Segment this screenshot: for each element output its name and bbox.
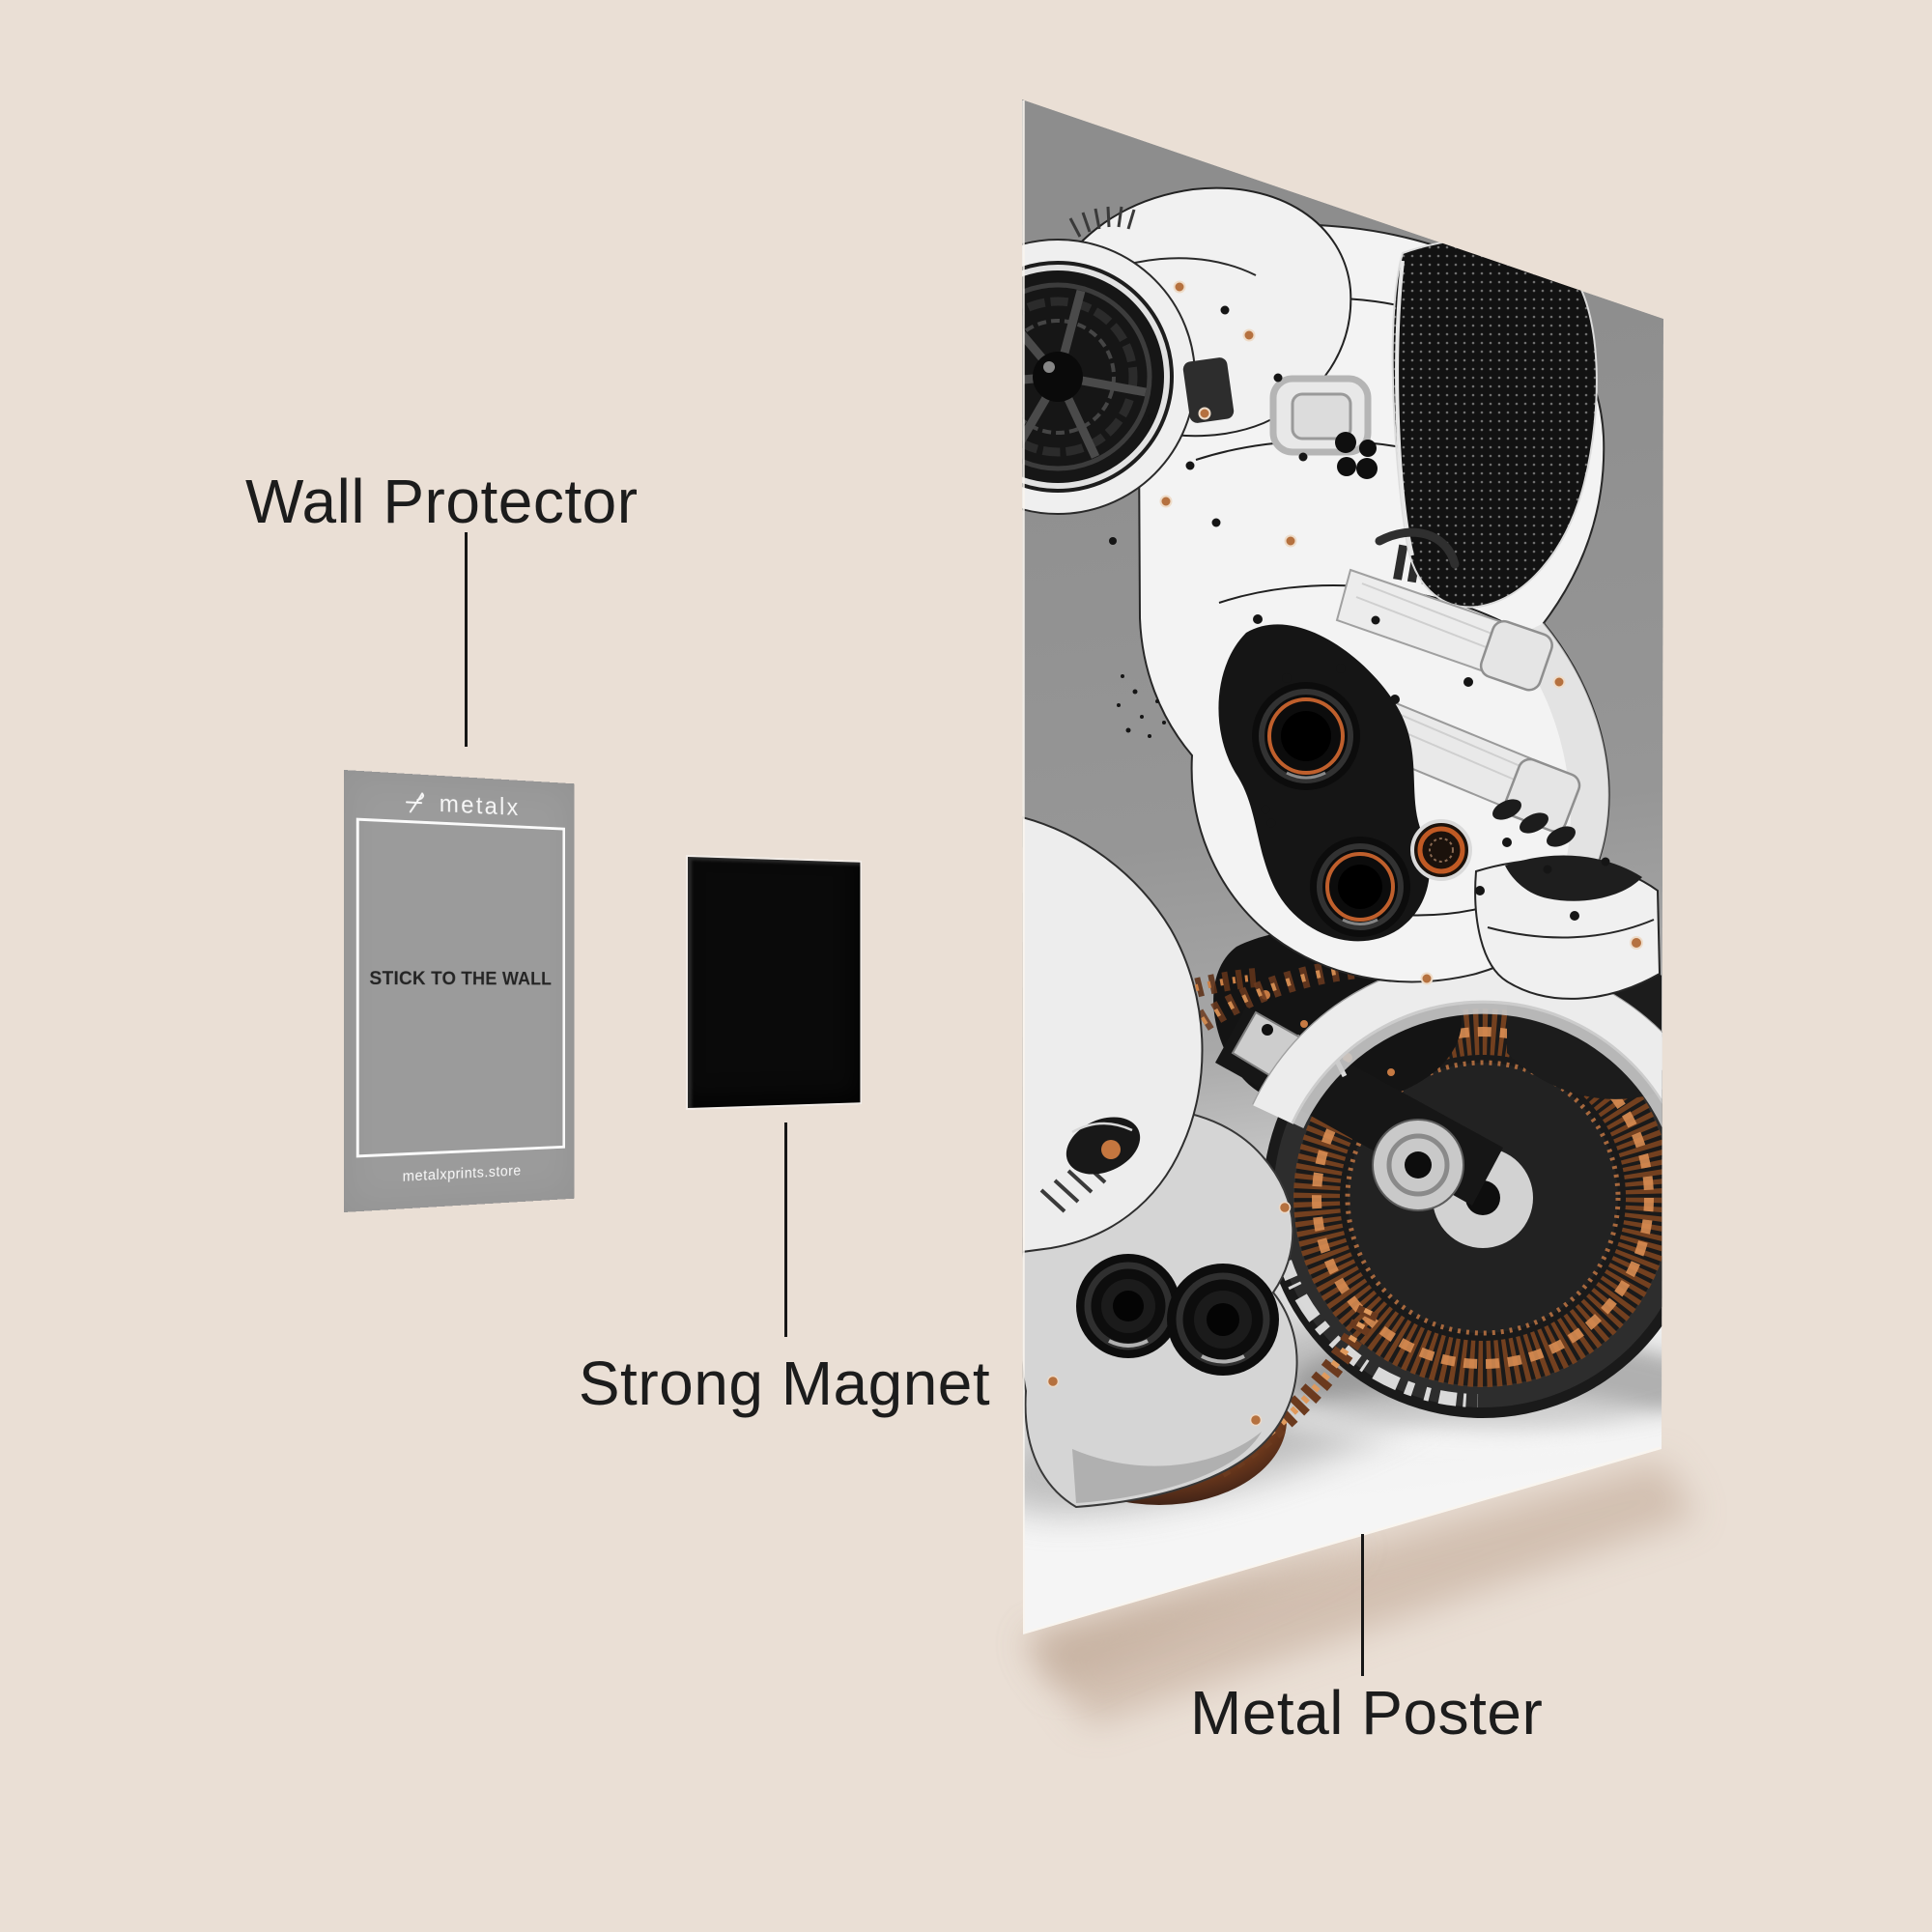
metalx-logo-icon — [404, 790, 431, 814]
poster-edge-highlight — [1022, 100, 1662, 1634]
card-website: metalxprints.store — [402, 1163, 522, 1185]
lower-fairing — [1022, 815, 1204, 1254]
metalx-logo-text: metalx — [439, 788, 521, 821]
strong-magnet-square — [686, 855, 863, 1110]
screws-and-dots — [1109, 280, 1610, 985]
orange-badge — [1410, 819, 1472, 881]
metal-poster-label: Metal Poster — [1190, 1678, 1544, 1747]
metal-poster-connector-line — [1361, 1534, 1364, 1676]
strong-magnet-label: Strong Magnet — [578, 1349, 991, 1418]
card-message: STICK TO THE WALL — [369, 968, 553, 990]
panel-details — [1182, 357, 1378, 479]
wall-protector-connector-line — [465, 532, 468, 747]
lens-assembly — [1022, 239, 1196, 515]
recess-lenses — [1218, 624, 1430, 942]
toe-area — [1474, 799, 1662, 1000]
wall-protector-label: Wall Protector — [245, 467, 639, 536]
wall-protector-card: metalx STICK TO THE WALL metalxprints.st… — [344, 770, 575, 1212]
strong-magnet-connector-line — [784, 1122, 787, 1337]
